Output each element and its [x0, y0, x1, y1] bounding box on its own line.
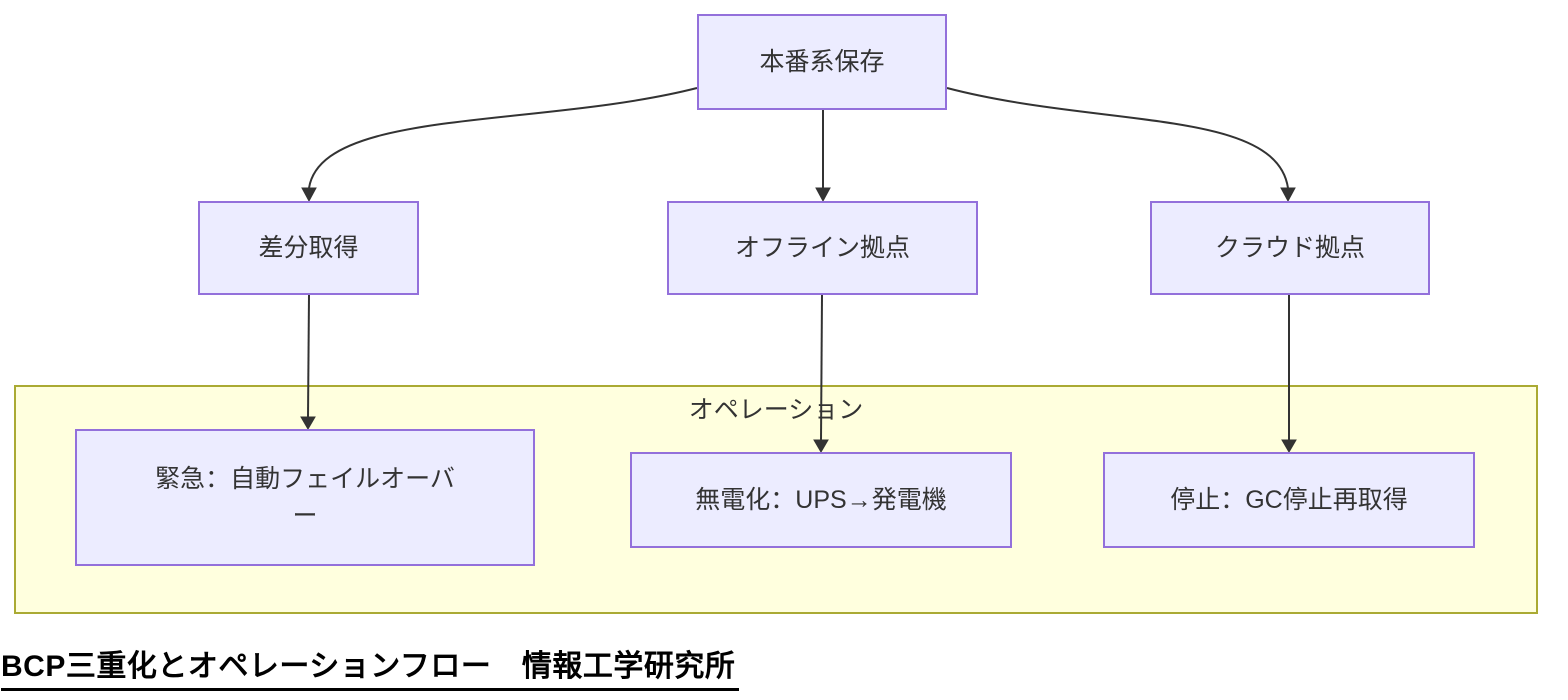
diagram-caption: BCP三重化とオペレーションフロー 情報工学研究所 [1, 641, 740, 691]
node-production-storage: 本番系保存 [697, 14, 947, 110]
node-differential-acquisition: 差分取得 [198, 201, 419, 295]
arrowhead-main-to-offline [815, 187, 831, 203]
edge-main-to-cloud [946, 87, 1289, 189]
arrowhead-main-to-cloud [1280, 187, 1296, 203]
edge-main-to-diff [308, 87, 698, 189]
node-offline-site: オフライン拠点 [667, 201, 978, 295]
node-stop-gc-reacquire: 停止：GC停止再取得 [1103, 452, 1475, 548]
cluster-operation-label: オペレーション [688, 396, 864, 424]
node-no-power-ups-generator: 無電化：UPS→発電機 [630, 452, 1012, 548]
diagram-caption-text: BCP三重化とオペレーションフロー 情報工学研究所 [1, 641, 740, 691]
arrowhead-main-to-diff [301, 187, 317, 203]
node-emergency-failover: 緊急：自動フェイルオーバ ー [75, 429, 535, 566]
node-cloud-site: クラウド拠点 [1150, 201, 1430, 295]
